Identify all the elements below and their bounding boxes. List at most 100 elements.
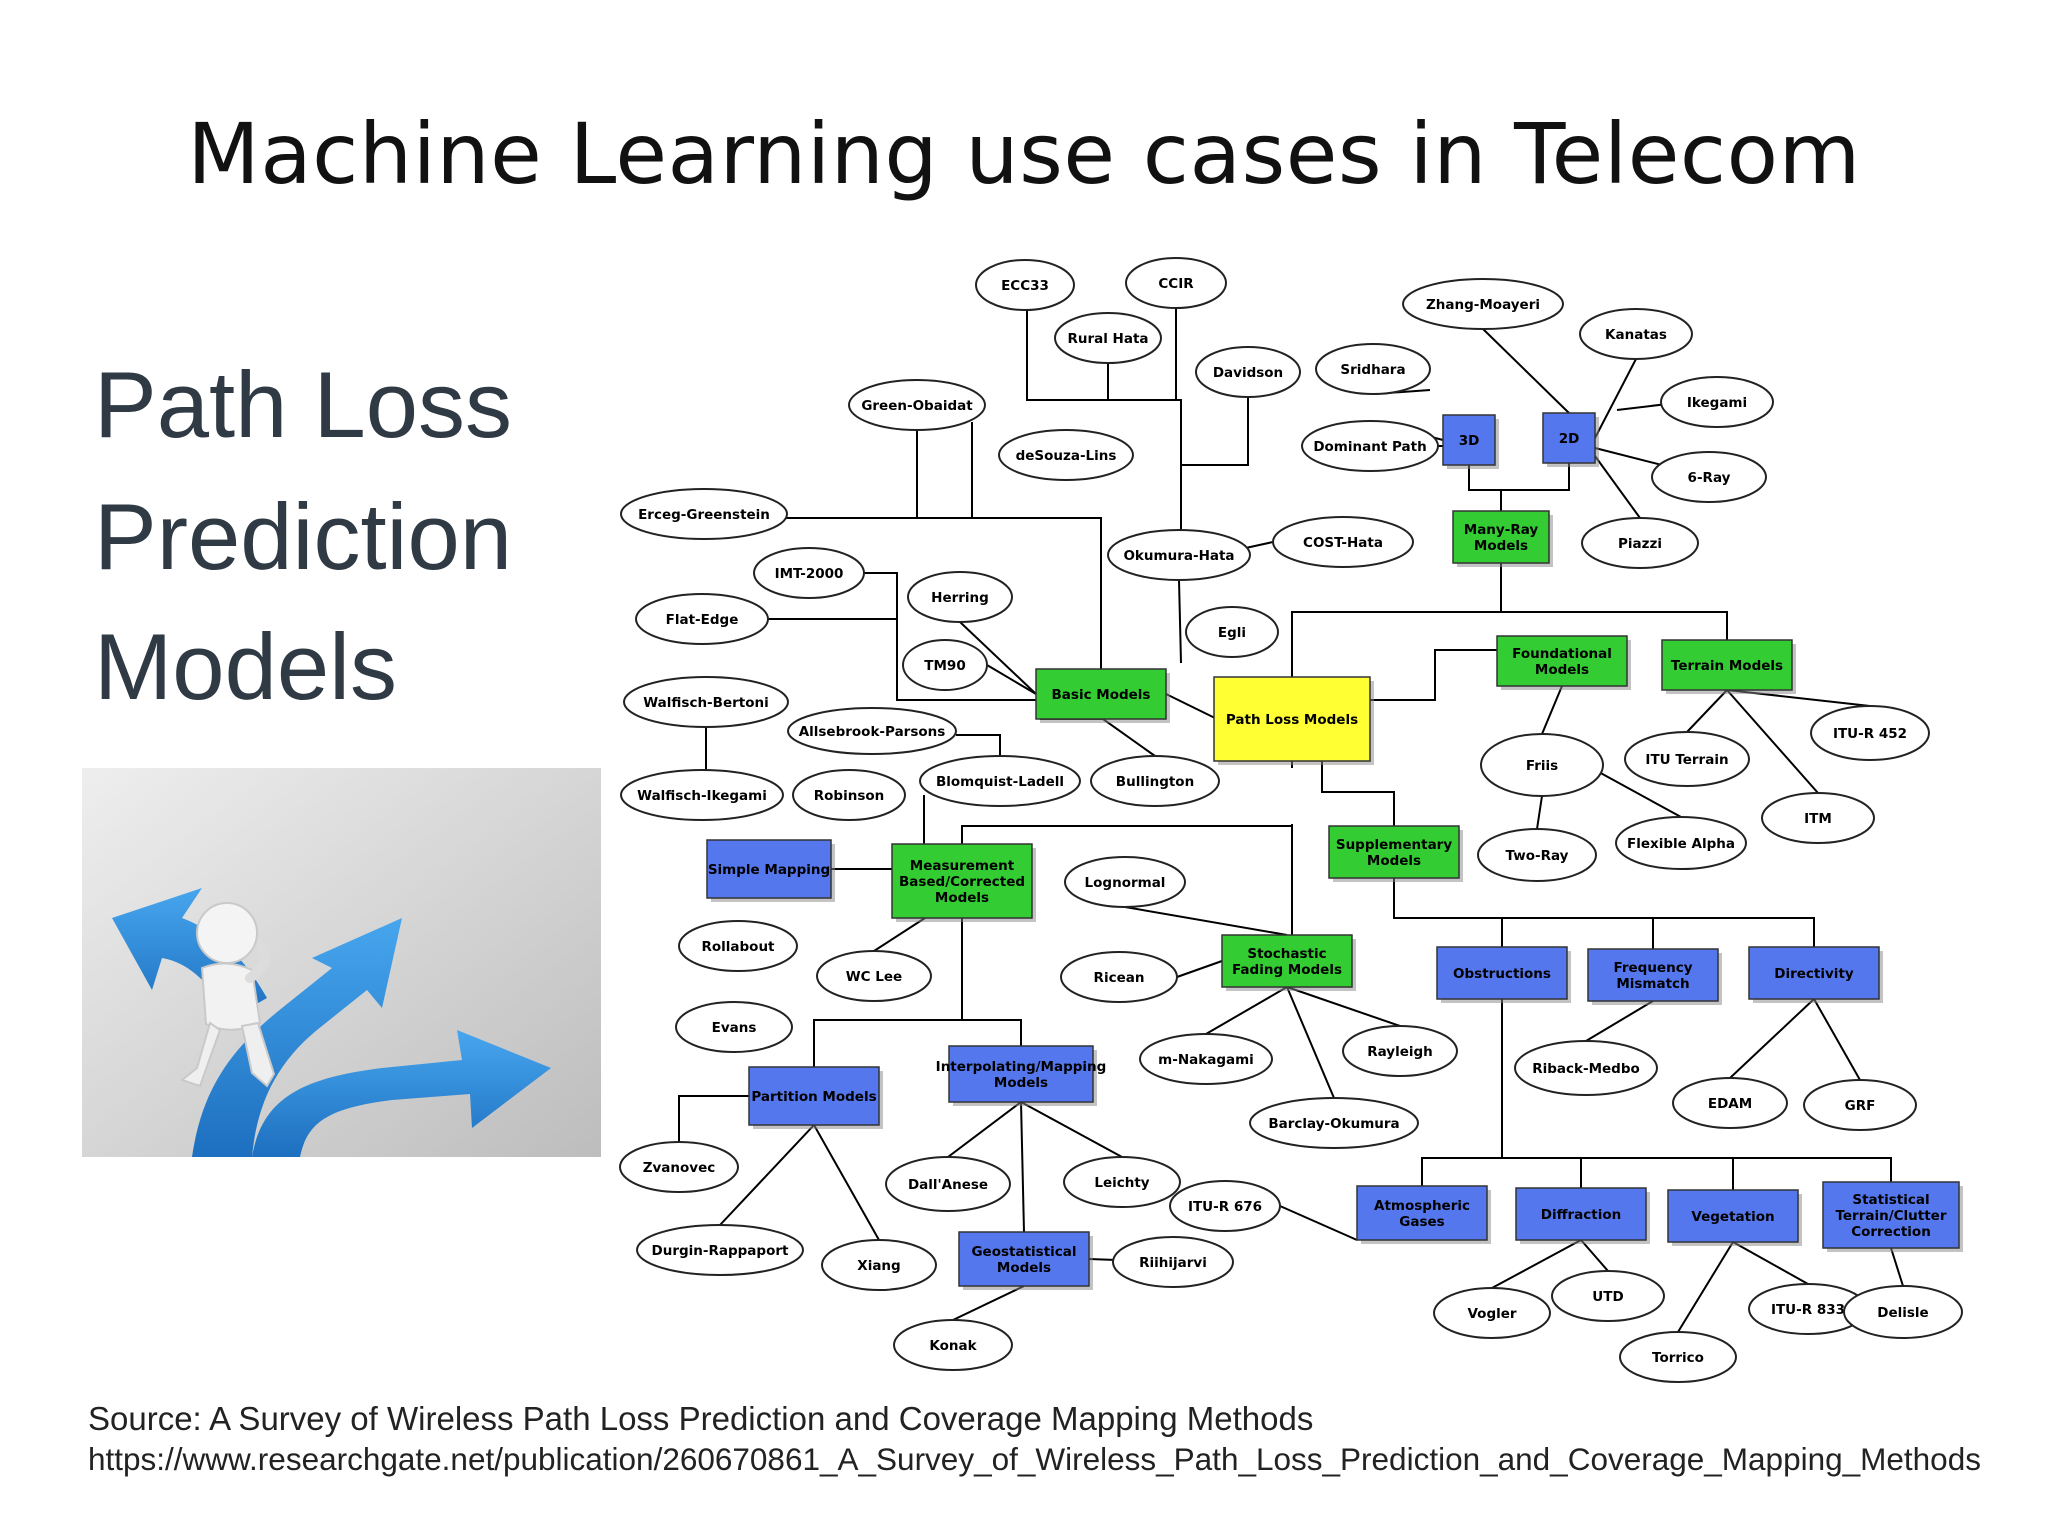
model-ellipse-utd: UTD	[1551, 1270, 1665, 1322]
node-label: Stochastic	[1247, 946, 1326, 962]
model-ellipse-sridhara: Sridhara	[1315, 343, 1431, 395]
model-ellipse-evans: Evans	[675, 1001, 793, 1053]
box-shape	[1221, 934, 1353, 988]
model-ellipse-zhang: Zhang-Moayeri	[1402, 278, 1564, 330]
ellipse-shape	[620, 488, 788, 540]
model-ellipse-tworay: Two-Ray	[1477, 828, 1597, 882]
connector-line	[1594, 358, 1637, 439]
node-label: Walfisch-Bertoni	[643, 695, 768, 711]
node-label: Supplementary	[1336, 837, 1452, 853]
category-box-veg: Vegetation	[1667, 1189, 1802, 1246]
node-label: Durgin-Rappaport	[652, 1243, 790, 1259]
node-label: Frequency	[1613, 960, 1692, 976]
ellipse-shape	[907, 571, 1013, 623]
model-ellipse-riback: Riback-Medbo	[1514, 1040, 1658, 1096]
connector-line	[961, 825, 1292, 844]
connector-line	[1585, 1000, 1654, 1042]
node-label: Vogler	[1467, 1306, 1516, 1322]
connector-line	[1286, 986, 1335, 1099]
box-shape	[1542, 412, 1596, 464]
node-label: Bullington	[1116, 774, 1194, 790]
node-label: Ikegami	[1687, 395, 1747, 411]
ellipse-shape	[1624, 731, 1750, 787]
node-label: ECC33	[1001, 278, 1049, 294]
connector-line	[952, 1285, 1025, 1321]
connector-line	[1176, 960, 1223, 978]
ellipse-shape	[1843, 1285, 1963, 1339]
ellipse-shape	[1315, 343, 1431, 395]
ellipse-shape	[1272, 516, 1414, 568]
box-shape	[958, 1231, 1090, 1287]
node-label: 6-Ray	[1688, 470, 1731, 486]
model-ellipse-wb: Walfisch-Bertoni	[623, 676, 789, 728]
box-shape	[748, 1066, 880, 1126]
node-label: Models	[1535, 662, 1589, 678]
model-ellipse-friis: Friis	[1480, 733, 1604, 797]
model-ellipse-itm: ITM	[1761, 792, 1875, 844]
connector-line	[1594, 455, 1641, 519]
diagram-connectors	[678, 308, 1904, 1333]
node-label: Piazzi	[1618, 536, 1662, 552]
node-label: EDAM	[1708, 1096, 1752, 1112]
node-label: Rollabout	[701, 939, 775, 955]
ellipse-shape	[1342, 1025, 1458, 1077]
model-ellipse-costhata: COST-Hata	[1272, 516, 1414, 568]
node-label: Foundational	[1512, 646, 1612, 662]
model-ellipse-ricean: Ricean	[1060, 951, 1178, 1003]
ellipse-shape	[1402, 278, 1564, 330]
ellipse-shape	[998, 429, 1134, 481]
node-label: Riback-Medbo	[1532, 1061, 1640, 1077]
node-label: WC Lee	[846, 969, 902, 985]
model-ellipse-davidson: Davidson	[1195, 346, 1301, 398]
connector-line	[1501, 463, 1570, 491]
ellipse-shape	[753, 547, 865, 599]
box-shape	[1452, 510, 1550, 564]
ellipse-shape	[1619, 1331, 1737, 1383]
box-shape	[1496, 635, 1628, 687]
model-ellipse-robinson: Robinson	[792, 769, 906, 821]
connector-line	[1501, 611, 1728, 640]
connector-line	[1732, 1241, 1809, 1285]
ellipse-shape	[1112, 1236, 1234, 1288]
ellipse-shape	[1615, 816, 1747, 870]
category-box-terrain: Terrain Models	[1661, 639, 1796, 694]
ellipse-shape	[1090, 755, 1220, 807]
model-ellipse-zvanovec: Zvanovec	[619, 1141, 739, 1193]
ellipse-shape	[678, 920, 798, 972]
model-ellipse-ruralhata: Rural Hata	[1054, 312, 1162, 364]
connector-line	[1291, 563, 1502, 677]
node-label: ITU-R 452	[1833, 726, 1907, 742]
category-box-r2d: 2D	[1542, 412, 1599, 467]
node-label: Atmospheric	[1374, 1198, 1470, 1214]
connector-line	[1020, 1101, 1025, 1233]
category-box-partition: Partition Models	[748, 1066, 883, 1129]
node-label: Basic Models	[1052, 687, 1151, 703]
node-label: ITU-R 676	[1188, 1199, 1262, 1215]
ellipse-shape	[1125, 257, 1227, 309]
model-ellipse-delisle: Delisle	[1843, 1285, 1963, 1339]
node-label: Erceg-Greenstein	[638, 507, 770, 523]
model-ellipse-flexalpha: Flexible Alpha	[1615, 816, 1747, 870]
category-box-simple: Simple Mapping	[706, 839, 835, 902]
connector-line	[1370, 649, 1497, 701]
node-label: COST-Hata	[1303, 535, 1383, 551]
node-label: UTD	[1592, 1289, 1623, 1305]
model-ellipse-tm90: TM90	[902, 639, 988, 691]
model-ellipse-ecc33: ECC33	[975, 259, 1075, 311]
connector-line	[1653, 917, 1815, 947]
connector-line	[1124, 906, 1288, 936]
box-shape	[1356, 1185, 1488, 1241]
node-label: Models	[994, 1075, 1048, 1091]
connector-line	[1581, 1157, 1734, 1190]
source-url-link[interactable]: https://www.researchgate.net/publication…	[88, 1441, 1981, 1477]
connector-line	[959, 621, 1037, 695]
node-label: Dominant Path	[1313, 439, 1426, 455]
model-ellipse-egli: Egli	[1185, 606, 1279, 658]
category-box-diff: Diffraction	[1515, 1187, 1650, 1244]
connector-line	[1205, 986, 1288, 1035]
